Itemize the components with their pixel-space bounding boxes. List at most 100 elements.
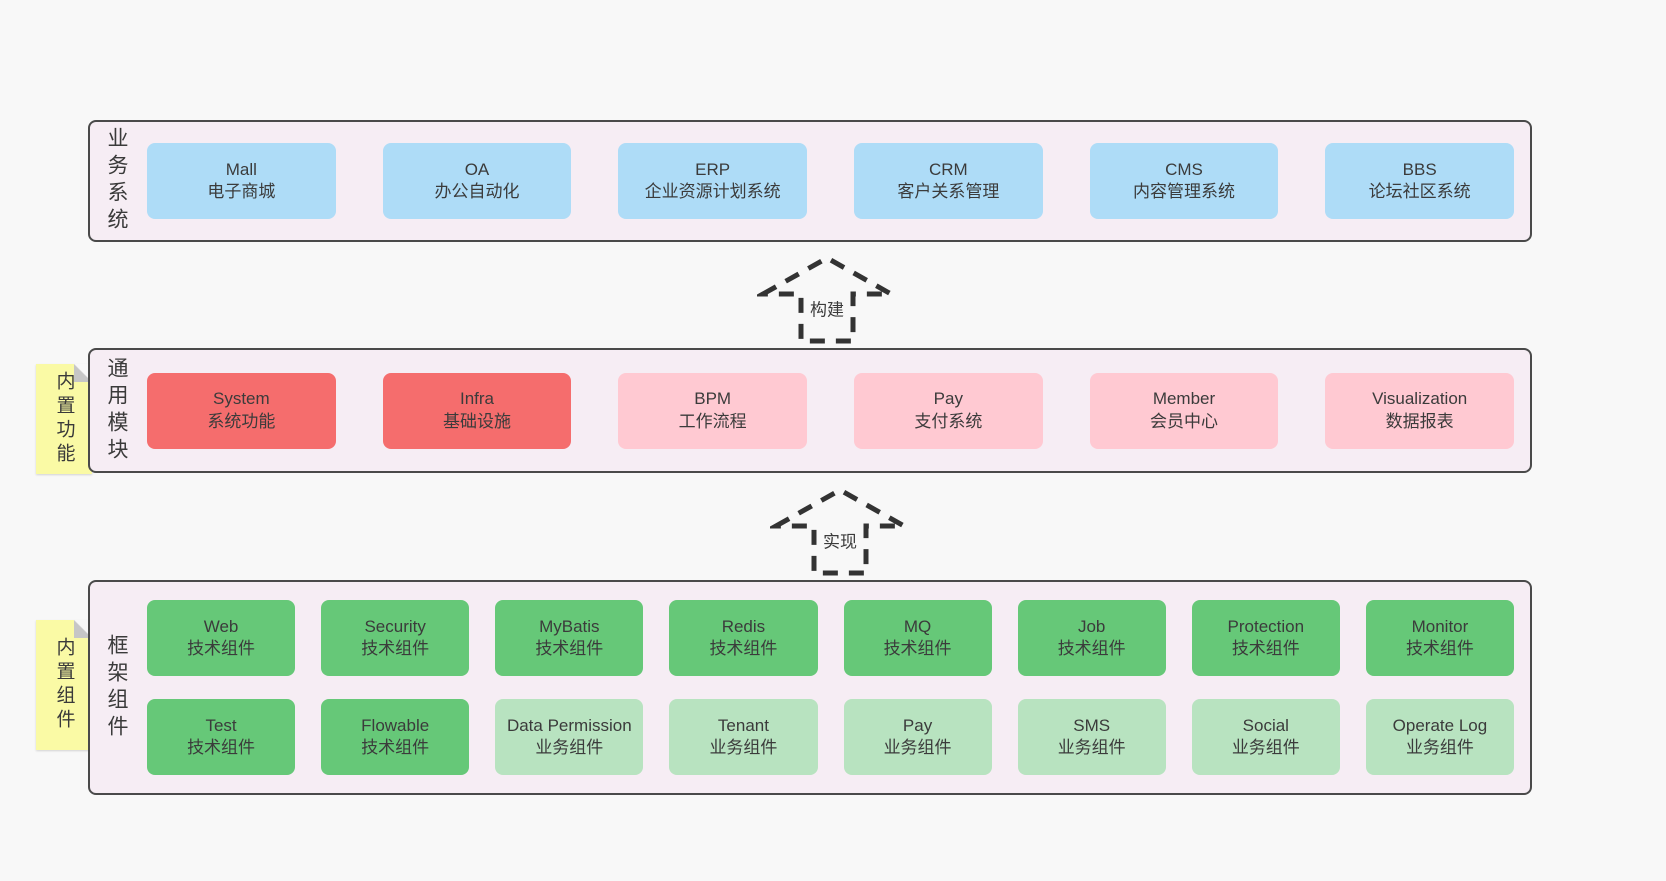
box-security: Security 技术组件 xyxy=(321,600,470,676)
box-mq: MQ 技术组件 xyxy=(843,600,992,676)
folded-corner-icon xyxy=(74,364,92,382)
band-label-common-modules: 通用模块 xyxy=(105,356,128,465)
box-subtitle: 工作流程 xyxy=(678,411,747,431)
box-cms: CMS 内容管理系统 xyxy=(1089,143,1279,219)
box-name: Visualization xyxy=(1372,389,1468,409)
box-pay-biz: Pay 业务组件 xyxy=(843,699,992,775)
box-subtitle: 技术组件 xyxy=(187,738,256,757)
box-data-permission: Data Permission 业务组件 xyxy=(495,699,644,775)
box-infra: Infra 基础设施 xyxy=(382,372,572,449)
box-subtitle: 支付系统 xyxy=(914,411,983,431)
box-subtitle: 业务组件 xyxy=(1231,738,1300,757)
box-subtitle: 业务组件 xyxy=(883,738,952,757)
box-flowable: Flowable 技术组件 xyxy=(321,699,470,775)
box-system: System 系统功能 xyxy=(147,372,336,449)
common-modules-row: System 系统功能 Infra 基础设施 BPM 工作流程 Pay 支付系统… xyxy=(147,372,1514,449)
box-subtitle: 业务组件 xyxy=(1057,738,1126,757)
box-name: Protection xyxy=(1227,616,1305,636)
box-subtitle: 业务组件 xyxy=(709,738,778,757)
business-systems-row: Mall 电子商城 OA 办公自动化 ERP 企业资源计划系统 CRM 客户关系… xyxy=(147,143,1514,219)
up-arrow-icon xyxy=(770,487,910,576)
box-name: CMS xyxy=(1165,159,1203,179)
build-arrow: 构建 xyxy=(757,254,897,344)
box-sms: SMS 业务组件 xyxy=(1017,699,1166,775)
box-name: Member xyxy=(1152,389,1216,409)
box-subtitle: 业务组件 xyxy=(535,738,604,757)
box-member: Member 会员中心 xyxy=(1089,372,1279,449)
box-name: Redis xyxy=(721,616,766,636)
box-subtitle: 系统功能 xyxy=(207,411,276,431)
box-name: Social xyxy=(1242,715,1289,735)
box-subtitle: 技术组件 xyxy=(1057,639,1126,658)
box-name: ERP xyxy=(695,159,731,179)
box-name: Tenant xyxy=(717,715,769,735)
box-social: Social 业务组件 xyxy=(1191,699,1340,775)
box-oa: OA 办公自动化 xyxy=(382,143,572,219)
box-name: BBS xyxy=(1402,159,1437,179)
box-subtitle: 基础设施 xyxy=(442,411,511,431)
box-name: Data Permission xyxy=(506,715,632,735)
box-name: Test xyxy=(205,715,237,735)
box-mall: Mall 电子商城 xyxy=(147,143,336,219)
box-subtitle: 电子商城 xyxy=(207,182,276,201)
box-test: Test 技术组件 xyxy=(147,699,296,775)
box-operate-log: Operate Log 业务组件 xyxy=(1365,699,1514,775)
box-crm: CRM 客户关系管理 xyxy=(854,143,1043,219)
box-name: SMS xyxy=(1073,715,1111,735)
box-bpm: BPM 工作流程 xyxy=(618,372,807,449)
box-name: BPM xyxy=(694,389,732,409)
box-mybatis: MyBatis 技术组件 xyxy=(495,600,644,676)
implement-arrow-label: 实现 xyxy=(820,527,860,553)
box-subtitle: 企业资源计划系统 xyxy=(644,182,781,201)
box-name: MQ xyxy=(903,616,932,636)
box-protection: Protection 技术组件 xyxy=(1191,600,1340,676)
box-name: MyBatis xyxy=(539,616,600,636)
box-subtitle: 会员中心 xyxy=(1149,411,1218,431)
box-subtitle: 论坛社区系统 xyxy=(1368,182,1471,201)
folded-corner-icon xyxy=(74,620,92,638)
box-name: Pay xyxy=(933,389,963,409)
box-name: Web xyxy=(203,616,239,636)
box-name: Pay xyxy=(902,715,933,735)
box-subtitle: 技术组件 xyxy=(361,639,430,658)
implement-arrow: 实现 xyxy=(770,486,910,576)
box-subtitle: 技术组件 xyxy=(361,738,430,757)
built-in-components-sticky: 内置组件 xyxy=(36,620,92,750)
box-name: System xyxy=(212,389,270,409)
sticky-label: 内置组件 xyxy=(53,637,75,733)
box-subtitle: 技术组件 xyxy=(709,639,778,658)
band-label-framework-components: 框架组件 xyxy=(105,633,128,742)
box-name: Mall xyxy=(225,159,257,179)
box-redis: Redis 技术组件 xyxy=(669,600,818,676)
box-name: CRM xyxy=(928,159,968,179)
box-name: OA xyxy=(464,159,490,179)
box-subtitle: 内容管理系统 xyxy=(1132,182,1235,201)
box-monitor: Monitor 技术组件 xyxy=(1365,600,1514,676)
box-erp: ERP 企业资源计划系统 xyxy=(618,143,807,219)
box-subtitle: 技术组件 xyxy=(187,639,256,658)
band-label-business-systems: 业务系统 xyxy=(105,127,128,235)
box-subtitle: 客户关系管理 xyxy=(897,182,1000,201)
built-in-functions-sticky: 内置功能 xyxy=(36,364,92,474)
box-subtitle: 技术组件 xyxy=(883,639,952,658)
box-bbs: BBS 论坛社区系统 xyxy=(1325,143,1514,219)
box-name: Monitor xyxy=(1411,616,1469,636)
box-web: Web 技术组件 xyxy=(147,600,296,676)
box-subtitle: 技术组件 xyxy=(535,639,604,658)
business-systems-band: 业务系统 Mall 电子商城 OA 办公自动化 ERP 企业资源计划系统 CRM… xyxy=(88,120,1532,242)
box-subtitle: 数据报表 xyxy=(1385,411,1454,431)
box-pay: Pay 支付系统 xyxy=(854,372,1043,449)
common-modules-band: 通用模块 System 系统功能 Infra 基础设施 BPM 工作流程 Pay… xyxy=(88,348,1532,473)
box-subtitle: 技术组件 xyxy=(1405,639,1474,658)
box-subtitle: 技术组件 xyxy=(1231,639,1300,658)
box-name: Job xyxy=(1077,616,1106,636)
box-name: Security xyxy=(364,616,426,636)
box-tenant: Tenant 业务组件 xyxy=(669,699,818,775)
sticky-label: 内置功能 xyxy=(53,371,75,467)
framework-components-grid: Web 技术组件 Security 技术组件 MyBatis 技术组件 Redi… xyxy=(147,600,1514,775)
build-arrow-label: 构建 xyxy=(807,295,847,321)
box-subtitle: 业务组件 xyxy=(1405,738,1474,757)
framework-components-band: 框架组件 Web 技术组件 Security 技术组件 MyBatis 技术组件… xyxy=(88,580,1532,795)
box-name: Infra xyxy=(459,389,494,409)
up-arrow-icon xyxy=(757,255,897,344)
